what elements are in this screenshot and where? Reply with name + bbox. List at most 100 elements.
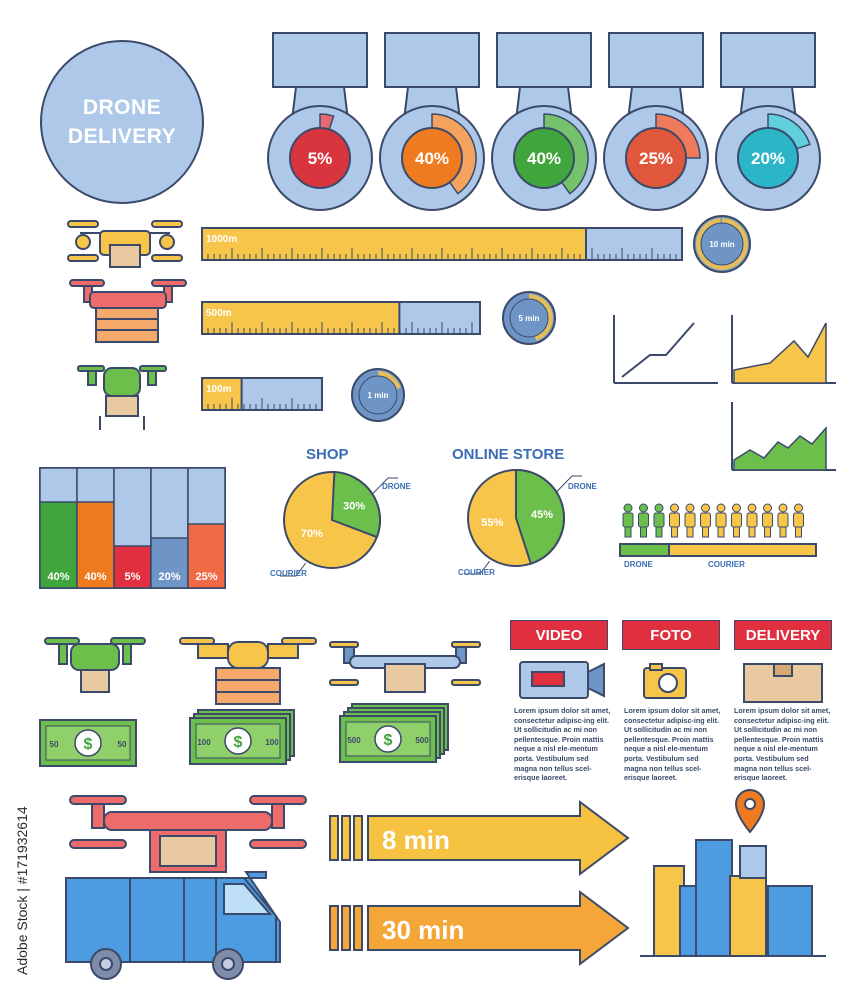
person-legs bbox=[748, 526, 756, 538]
person-head bbox=[763, 503, 772, 513]
stacked-bar-label: 25% bbox=[195, 571, 217, 583]
banknote-value-right: 100 bbox=[265, 738, 279, 747]
ruler-distance-label: 500m bbox=[206, 308, 232, 319]
pie-courier-value: 70% bbox=[301, 528, 323, 540]
arrow-tail-stripe bbox=[341, 815, 351, 861]
person-icon bbox=[669, 503, 680, 538]
person-legs bbox=[733, 526, 740, 538]
foto-button[interactable]: FOTO bbox=[622, 620, 720, 650]
person-legs bbox=[779, 526, 787, 538]
donut-center bbox=[289, 127, 351, 189]
drone-red-delivery-icon bbox=[69, 795, 307, 873]
pie-courier-leader bbox=[464, 560, 491, 575]
person-head bbox=[623, 503, 633, 513]
person-head bbox=[794, 503, 803, 513]
person-head bbox=[732, 503, 741, 513]
pie-charts: 30%70%45%55% bbox=[280, 468, 582, 577]
online-drone-label: DRONE bbox=[568, 482, 597, 491]
title-badge: DRONE DELIVERY bbox=[40, 40, 204, 204]
clock-face bbox=[358, 375, 398, 415]
person-legs bbox=[671, 526, 678, 538]
person-head bbox=[716, 503, 726, 513]
person-legs bbox=[655, 526, 663, 538]
online-pie-title: ONLINE STORE bbox=[452, 446, 565, 463]
drone-green-money-icon bbox=[44, 637, 146, 693]
online-store-pie: 45%55% bbox=[464, 468, 582, 575]
video-button[interactable]: VIDEO bbox=[510, 620, 608, 650]
dollar-coin bbox=[224, 727, 252, 755]
arrow-body bbox=[367, 890, 630, 966]
category-donuts: 5%40%40%25%20% bbox=[267, 32, 821, 211]
person-head bbox=[778, 503, 788, 513]
delivery-description: Lorem ipsum dolor sit amet, consectetur … bbox=[734, 706, 831, 783]
dollar-sign: $ bbox=[234, 734, 243, 751]
arrow-tail-stripe bbox=[353, 815, 363, 861]
person-body bbox=[777, 512, 789, 528]
city-destination-icon bbox=[640, 788, 826, 957]
parcel-icon bbox=[743, 663, 823, 703]
person-legs bbox=[640, 526, 647, 538]
stacked-bar bbox=[150, 537, 189, 589]
video-description: Lorem ipsum dolor sit amet, consectetur … bbox=[514, 706, 611, 783]
banknote-value-left: 100 bbox=[197, 738, 211, 747]
sneakers-icon bbox=[384, 32, 480, 88]
banknote-value-right: 500 bbox=[415, 736, 429, 745]
person-body bbox=[684, 512, 696, 528]
category-donut-3: 40% bbox=[491, 32, 597, 211]
person-body bbox=[638, 512, 649, 528]
category-donut-5: 20% bbox=[715, 32, 821, 211]
drone-yellow-money-icon bbox=[179, 637, 317, 705]
person-icon bbox=[762, 503, 773, 538]
person-icon bbox=[684, 503, 696, 538]
popcorn-drink-icon bbox=[496, 32, 592, 88]
person-legs bbox=[624, 526, 632, 538]
person-icon bbox=[700, 503, 711, 538]
dollar-sign: $ bbox=[84, 736, 93, 753]
category-donut-2: 40% bbox=[379, 32, 485, 211]
donut-center bbox=[401, 127, 463, 189]
delivery-van-icon bbox=[65, 871, 281, 980]
drone-medium-red-icon bbox=[69, 279, 187, 343]
time-arrow-1: 8 min bbox=[329, 800, 630, 876]
person-head bbox=[747, 503, 757, 513]
pie-drone-leader bbox=[556, 475, 582, 492]
pie-drone-value: 45% bbox=[531, 509, 553, 521]
stacked-bar-label: 40% bbox=[84, 571, 106, 583]
arrow-body bbox=[367, 800, 630, 876]
foto-description: Lorem ipsum dolor sit amet, consectetur … bbox=[624, 706, 721, 783]
people-courier-label: COURIER bbox=[708, 560, 745, 569]
banknote-value-left: 50 bbox=[50, 740, 59, 749]
people-comparison bbox=[619, 503, 817, 557]
pie-drone-slice bbox=[515, 468, 565, 565]
person-body bbox=[715, 512, 727, 528]
line-chart-1 bbox=[613, 315, 718, 384]
person-legs bbox=[686, 526, 694, 538]
banknote-icon bbox=[272, 32, 368, 88]
person-head bbox=[685, 503, 695, 513]
person-body bbox=[653, 512, 665, 528]
ruler-fill bbox=[201, 377, 243, 411]
donut-value-label: 40% bbox=[415, 149, 449, 168]
arrow-tail-stripe bbox=[329, 815, 339, 861]
drone-blue-money-icon bbox=[329, 641, 481, 693]
person-legs bbox=[717, 526, 725, 538]
person-icon bbox=[777, 503, 789, 538]
delivery-button[interactable]: DELIVERY bbox=[734, 620, 832, 650]
people-drone-label: DRONE bbox=[624, 560, 653, 569]
person-head bbox=[670, 503, 679, 513]
photo-camera-icon bbox=[643, 663, 687, 699]
shop-drone-label: DRONE bbox=[382, 482, 411, 491]
person-body bbox=[762, 512, 773, 528]
person-icon bbox=[638, 503, 649, 538]
people-bar-drone bbox=[619, 543, 670, 557]
category-donut-1: 5% bbox=[267, 32, 373, 211]
banknote-value-left: 500 bbox=[347, 736, 361, 745]
person-body bbox=[669, 512, 680, 528]
stacked-bar bbox=[39, 501, 78, 589]
person-body bbox=[731, 512, 742, 528]
video-camera-icon bbox=[519, 661, 605, 699]
